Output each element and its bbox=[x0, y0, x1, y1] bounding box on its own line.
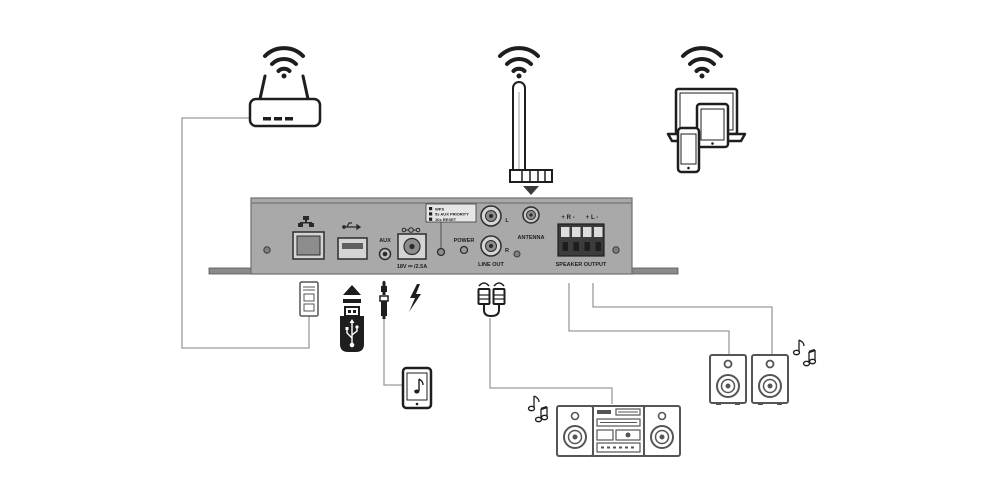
ethernet-icon bbox=[298, 216, 314, 227]
ethernet-plug-icon bbox=[299, 281, 319, 317]
speaker-output-label: SPEAKER OUTPUT bbox=[556, 262, 607, 268]
antenna-arrow-icon bbox=[523, 186, 539, 195]
lightning-icon bbox=[409, 284, 421, 312]
aux-label: AUX bbox=[379, 238, 391, 244]
screw bbox=[263, 246, 271, 254]
wifi-icon bbox=[681, 46, 723, 79]
line-out-label: LINE OUT bbox=[478, 262, 504, 268]
audio-jack-icon bbox=[379, 280, 389, 319]
stereo-system-icon bbox=[556, 405, 681, 457]
connection-lines bbox=[181, 117, 773, 404]
usb-icon bbox=[342, 222, 362, 231]
usb-stick-icon bbox=[340, 306, 364, 352]
router-ethernet-cable bbox=[181, 117, 310, 349]
line-out-left-label: L bbox=[505, 218, 509, 224]
amplifier-device: AUX 18V ⎓ /2.5A WPS 5s AUX PRIORITY 10s … bbox=[208, 197, 679, 275]
antenna-icon bbox=[509, 81, 553, 183]
music-note-icon bbox=[792, 339, 817, 367]
power-label: POWER bbox=[454, 238, 475, 244]
button-legend: WPS 5s AUX PRIORITY 10s RESET bbox=[425, 203, 477, 223]
wps-label: WPS bbox=[435, 206, 444, 211]
wifi-icon bbox=[498, 46, 540, 79]
speaker-icon bbox=[751, 354, 789, 405]
power-led bbox=[459, 245, 469, 255]
screw bbox=[612, 246, 620, 254]
speaker-right-label: + R - bbox=[561, 215, 574, 221]
insert-arrow-icon bbox=[343, 285, 361, 295]
music-note-icon bbox=[414, 378, 424, 394]
aux-cable bbox=[383, 318, 403, 386]
phone-icon bbox=[676, 126, 701, 174]
music-note-icon bbox=[527, 395, 549, 423]
reset-label: 10s RESET bbox=[435, 217, 457, 222]
wifi-icon bbox=[263, 46, 305, 79]
speaker-left-cable bbox=[592, 283, 773, 355]
aux-priority-label: 5s AUX PRIORITY bbox=[435, 212, 469, 217]
antenna-label: ANTENNA bbox=[518, 235, 545, 241]
speaker-right-cable bbox=[568, 283, 730, 355]
polarity-icon bbox=[401, 227, 421, 233]
rca-plug-icon bbox=[477, 282, 506, 318]
wps-button[interactable] bbox=[436, 247, 446, 257]
speaker-left-label: + L - bbox=[586, 215, 598, 221]
music-player-icon bbox=[401, 366, 433, 410]
line-out-right-label: R bbox=[505, 248, 509, 254]
line-out-cable bbox=[489, 318, 613, 404]
power-input-label: 18V ⎓ /2.5A bbox=[397, 264, 427, 270]
screw bbox=[513, 250, 521, 258]
router-icon bbox=[248, 74, 322, 128]
speaker-icon bbox=[709, 354, 747, 405]
tablet-icon bbox=[695, 102, 730, 149]
